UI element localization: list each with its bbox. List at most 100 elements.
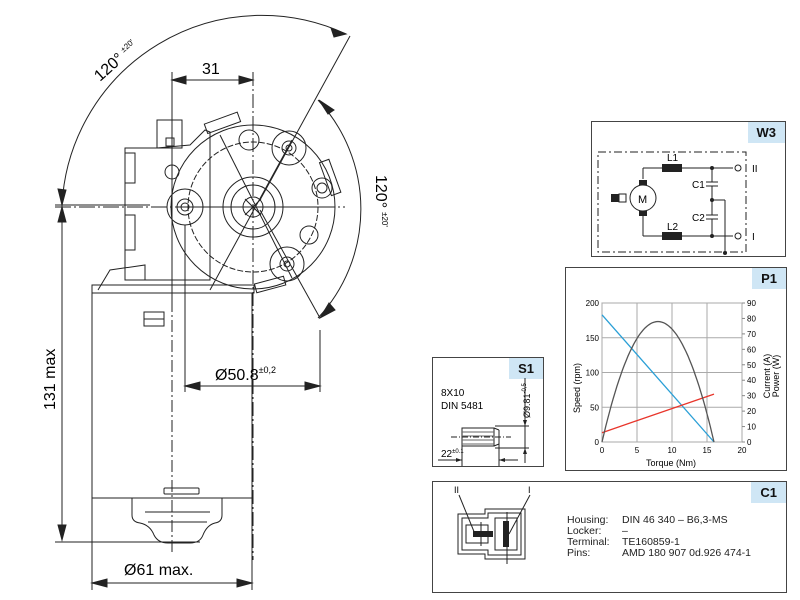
gear-housing-body bbox=[124, 129, 211, 281]
small-hole bbox=[316, 182, 328, 194]
mounting-hole-inner bbox=[283, 260, 291, 268]
pin-label-ii: II bbox=[454, 485, 459, 495]
y2-tick-label: 80 bbox=[747, 314, 756, 323]
x-tick-label: 20 bbox=[738, 446, 747, 455]
x-tick-label: 5 bbox=[635, 446, 640, 455]
inductor-l2 bbox=[662, 232, 682, 240]
motor-can bbox=[91, 292, 253, 499]
connector-housing bbox=[156, 119, 183, 149]
radial-leader-line bbox=[259, 35, 351, 201]
dim-131-label: 131 max bbox=[42, 349, 59, 410]
spec-row: Pins:AMD 180 907 0d.926 474-1 bbox=[567, 547, 752, 559]
arrow-head bbox=[523, 420, 527, 426]
y-tick-label: 100 bbox=[586, 369, 600, 378]
pin-label-i: I bbox=[528, 485, 531, 495]
housing-flange bbox=[124, 214, 136, 251]
y2-tick-label: 40 bbox=[747, 376, 756, 385]
motor-technical-drawing: 120°±20' 31 120°±20' 131 max Ø50.8±0,2 Ø… bbox=[42, 14, 389, 590]
shaft-length-label: 22±0.1 bbox=[441, 449, 464, 460]
panel-badge: W3 bbox=[747, 122, 785, 143]
gear-wheel-outline bbox=[170, 124, 336, 290]
series-speed-line bbox=[601, 314, 715, 443]
spline-standard: DIN 5481 bbox=[441, 401, 484, 412]
wiring-schematic: L1 L2 C1 C2 M II I bbox=[597, 151, 758, 255]
spec-row: Locker:– bbox=[567, 525, 628, 537]
y-axis-label: Speed (rpm) bbox=[572, 363, 582, 413]
mounting-boss bbox=[271, 130, 307, 166]
housing-flange bbox=[124, 152, 136, 184]
terminal-i[interactable] bbox=[734, 232, 742, 240]
mounting-hole bbox=[281, 140, 297, 156]
panel-w3-wiring: W3 bbox=[591, 121, 786, 257]
junction-dot bbox=[710, 234, 714, 238]
chamfer bbox=[493, 427, 500, 431]
arrow-head bbox=[170, 75, 187, 85]
motor-brush bbox=[639, 211, 647, 216]
arrow-head bbox=[57, 188, 67, 207]
pin-ii bbox=[473, 531, 493, 537]
small-boss bbox=[311, 177, 333, 199]
label-l1: L1 bbox=[667, 153, 679, 164]
y2-tick-label: 90 bbox=[747, 299, 756, 308]
end-bearing-cap bbox=[131, 498, 223, 544]
arrow-head bbox=[236, 578, 254, 588]
leader-ii bbox=[458, 494, 476, 535]
y2-tick-label: 70 bbox=[747, 330, 756, 339]
y2-tick-label: 60 bbox=[747, 345, 756, 354]
arrow-head bbox=[456, 458, 462, 462]
y2-tick-label: 30 bbox=[747, 392, 756, 401]
base-plate bbox=[91, 284, 255, 294]
pin-i bbox=[503, 521, 509, 547]
x-tick-label: 15 bbox=[703, 446, 712, 455]
clip bbox=[253, 275, 287, 294]
y-tick-label: 200 bbox=[586, 299, 600, 308]
spec-row: Housing:DIN 46 340 – B6,3-MS bbox=[567, 514, 728, 526]
y2-axis-label-current: Current (A) bbox=[762, 354, 772, 399]
arrow-head bbox=[183, 381, 201, 391]
dim-61-label: Ø61 max. bbox=[124, 562, 193, 579]
x-tick-label: 10 bbox=[668, 446, 677, 455]
dim-50-8-label: Ø50.8±0,2 bbox=[215, 365, 276, 384]
connector-drawing: II I bbox=[454, 485, 531, 564]
spoke bbox=[209, 139, 293, 291]
series-current-line bbox=[601, 393, 715, 434]
label-motor: M bbox=[638, 194, 647, 206]
junction-dot bbox=[710, 166, 714, 170]
panel-badge: C1 bbox=[751, 482, 786, 503]
panel-s1-shaft: S1 8X10 DIN 5481 Ø9.81-0,5 bbox=[432, 357, 544, 467]
panel-badge: P1 bbox=[752, 268, 786, 289]
spec-row: Terminal:TE160859-1 bbox=[567, 536, 680, 548]
angle-arc-top bbox=[61, 14, 347, 206]
y-tick-label: 0 bbox=[595, 438, 600, 447]
arrow-head bbox=[318, 99, 335, 115]
chamfer bbox=[493, 443, 500, 447]
thermal-switch bbox=[611, 194, 619, 202]
x-axis-label: Torque (Nm) bbox=[646, 458, 696, 468]
base-plate bbox=[97, 264, 210, 291]
connector-outline bbox=[457, 508, 526, 560]
terminal-ii[interactable] bbox=[734, 164, 742, 172]
arrow-head bbox=[330, 27, 348, 38]
mounting-hole bbox=[176, 198, 194, 216]
mounting-hole-inner bbox=[285, 144, 293, 152]
y2-tick-label: 20 bbox=[747, 407, 756, 416]
arrow-head bbox=[318, 302, 336, 320]
leader-i bbox=[508, 494, 531, 535]
mounting-hole bbox=[279, 256, 295, 272]
inductor-l1 bbox=[662, 164, 682, 172]
thermal-switch-open bbox=[618, 193, 627, 203]
clip bbox=[318, 158, 342, 197]
panel-c1-connector: C1 II I Housing:DIN 46 340 – B6,3-MS Loc… bbox=[432, 481, 787, 593]
junction-dot bbox=[710, 198, 714, 202]
spline-spec: 8X10 bbox=[441, 388, 465, 399]
label-terminal-ii: II bbox=[752, 164, 758, 175]
y2-tick-label: 0 bbox=[747, 438, 752, 447]
arrow-head bbox=[523, 448, 527, 454]
dim-31-label: 31 bbox=[202, 61, 220, 78]
y-tick-label: 50 bbox=[590, 403, 599, 412]
small-boss bbox=[238, 129, 260, 151]
panel-badge: S1 bbox=[509, 358, 543, 379]
enclosure-outline bbox=[597, 151, 747, 253]
label-l2: L2 bbox=[667, 222, 679, 233]
